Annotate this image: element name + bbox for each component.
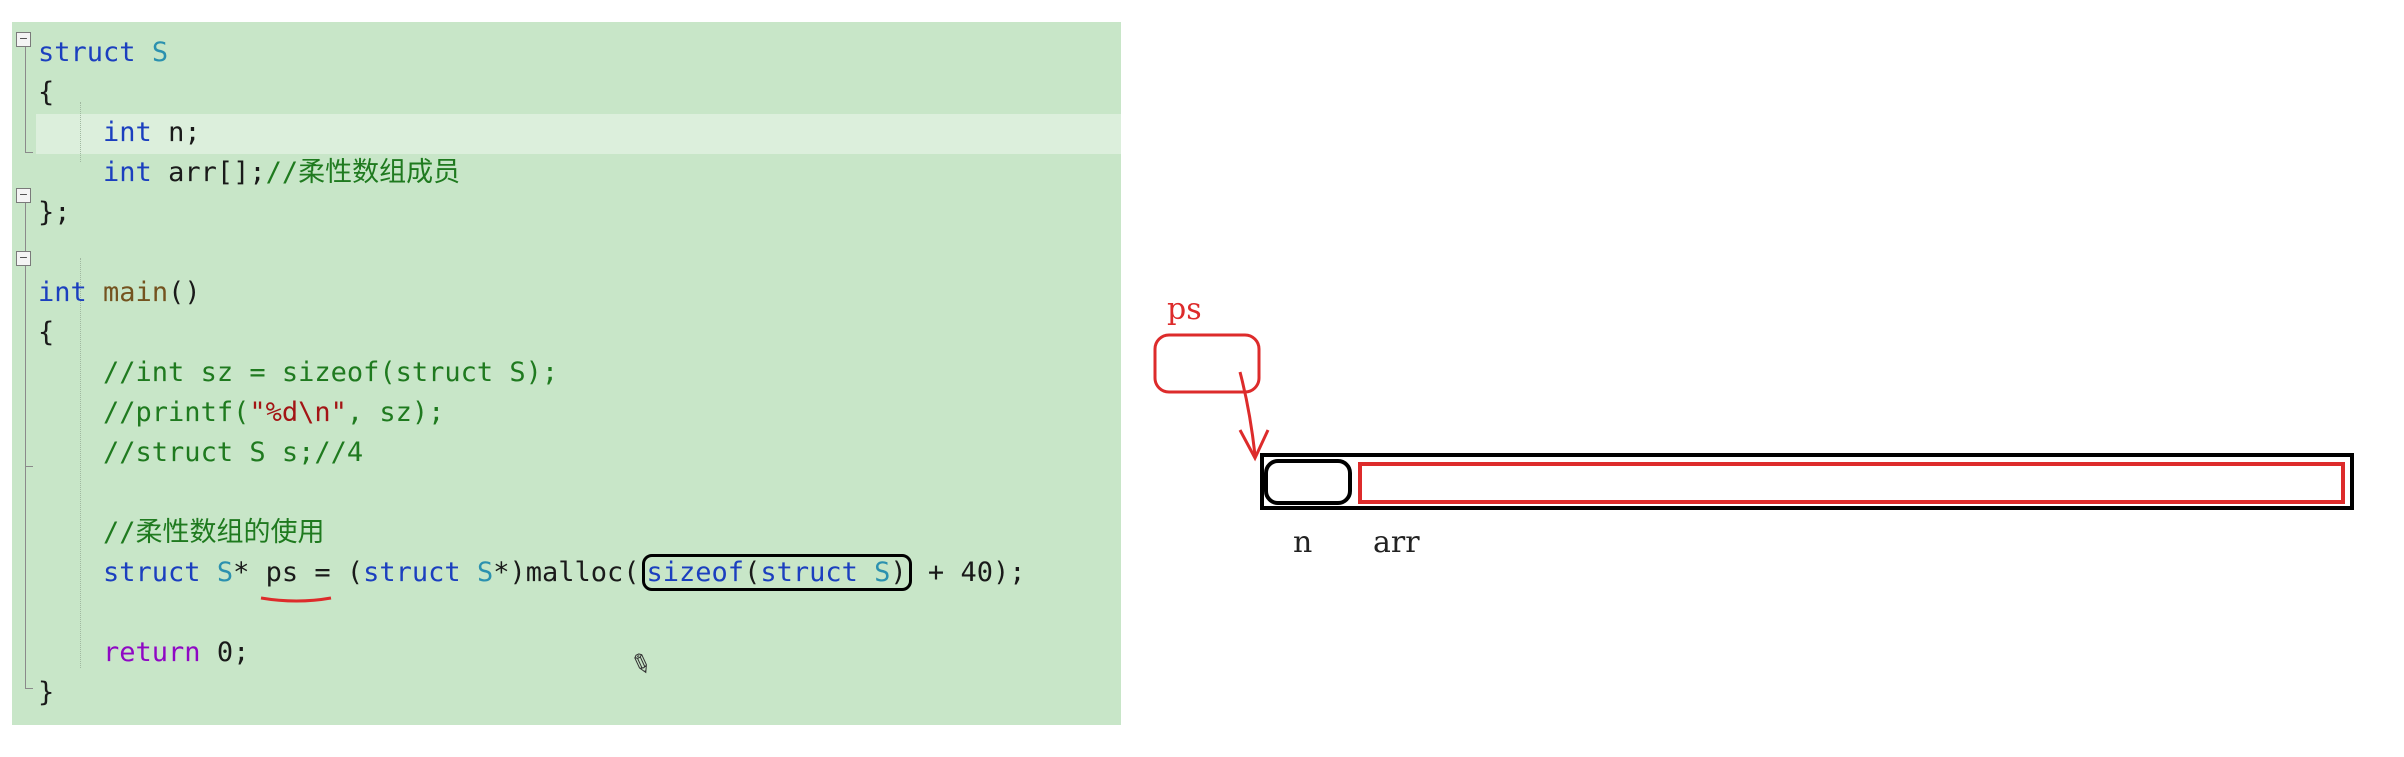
code-line-12[interactable]: struct S* ps = (struct S*)malloc(sizeof(…	[38, 553, 1025, 593]
pointer-arrow	[1238, 371, 1257, 456]
keyword: int	[38, 277, 87, 308]
code-line-13[interactable]: return 0;	[38, 633, 249, 673]
fold-guide	[25, 47, 26, 152]
code-line-9[interactable]: //printf("%d\n", sz);	[38, 393, 444, 433]
function-name: main	[103, 277, 169, 308]
indent-guide	[80, 258, 81, 668]
code-line-10[interactable]: //struct S s;//4	[38, 433, 363, 473]
keyword: int	[103, 117, 152, 148]
ps-underline-annotation	[260, 596, 332, 603]
comment: //printf(	[103, 397, 250, 428]
current-line-highlight	[36, 114, 1121, 154]
fold-toggle-struct[interactable]: −	[16, 32, 31, 47]
code-text: 0;	[200, 637, 250, 668]
code-line-4[interactable]: int arr[];//柔性数组成员	[38, 153, 460, 193]
member-n-cell	[1264, 459, 1352, 505]
code-text: )	[890, 557, 907, 588]
keyword: sizeof	[646, 557, 745, 588]
circled-sizeof-expression: sizeof(struct S)	[641, 554, 912, 591]
code-text: + 40);	[911, 557, 1026, 588]
code-line-8[interactable]: //int sz = sizeof(struct S);	[38, 353, 558, 393]
code-line-7[interactable]: {	[38, 317, 55, 348]
arrow-head-icon	[1238, 429, 1270, 462]
fold-guide	[25, 203, 26, 251]
code-text: n;	[151, 117, 201, 148]
code-line-1[interactable]: struct S	[38, 33, 168, 73]
keyword: struct	[363, 557, 461, 588]
comment: //struct S s;//4	[103, 437, 364, 468]
fold-toggle-main[interactable]: −	[16, 188, 31, 203]
comment: //柔性数组的使用	[103, 517, 325, 548]
indent-guide	[80, 102, 81, 162]
label-n: n	[1293, 525, 1313, 560]
type-name: S	[151, 37, 169, 68]
label-arr: arr	[1373, 525, 1420, 560]
code-line-5[interactable]: };	[38, 197, 71, 228]
comment: , sz);	[346, 397, 445, 428]
fold-toggle-comments[interactable]: −	[16, 251, 31, 266]
fold-guide-end	[25, 152, 33, 153]
comment: //柔性数组成员	[265, 157, 461, 188]
type-name: S	[200, 557, 234, 588]
code-line-2[interactable]: {	[38, 77, 55, 108]
code-text: ()	[168, 277, 201, 308]
keyword: struct	[103, 557, 201, 588]
code-text: = (	[298, 557, 364, 588]
fold-guide-end	[25, 688, 33, 689]
code-text: *	[233, 557, 266, 588]
code-line-3[interactable]: int n;	[38, 113, 201, 153]
type-name: S	[857, 557, 891, 588]
fold-guide	[25, 466, 26, 688]
code-editor[interactable]: − − − struct S { int n; int arr[];//柔性数组…	[12, 22, 1121, 725]
pointer-label-ps: ps	[1167, 292, 1202, 327]
code-text: (	[744, 557, 761, 588]
code-line-6[interactable]: int main()	[38, 273, 201, 313]
member-arr-cell	[1358, 462, 2345, 504]
keyword: struct	[760, 557, 858, 588]
keyword: struct	[38, 37, 136, 68]
type-name: S	[460, 557, 494, 588]
comment: //int sz = sizeof(struct S);	[103, 357, 559, 388]
variable-ps: ps	[265, 557, 299, 588]
string-literal: "%d\n"	[249, 397, 347, 428]
code-line-11[interactable]: //柔性数组的使用	[38, 513, 325, 553]
pointer-ps-box	[1153, 333, 1261, 394]
code-text: *)malloc(	[493, 557, 640, 588]
fold-guide	[25, 266, 26, 466]
keyword-return: return	[103, 637, 201, 668]
code-text: arr[];	[151, 157, 266, 188]
fold-guide-end	[25, 466, 33, 467]
code-line-14[interactable]: }	[38, 677, 55, 708]
keyword: int	[103, 157, 152, 188]
struct-memory-block	[1260, 453, 2354, 510]
